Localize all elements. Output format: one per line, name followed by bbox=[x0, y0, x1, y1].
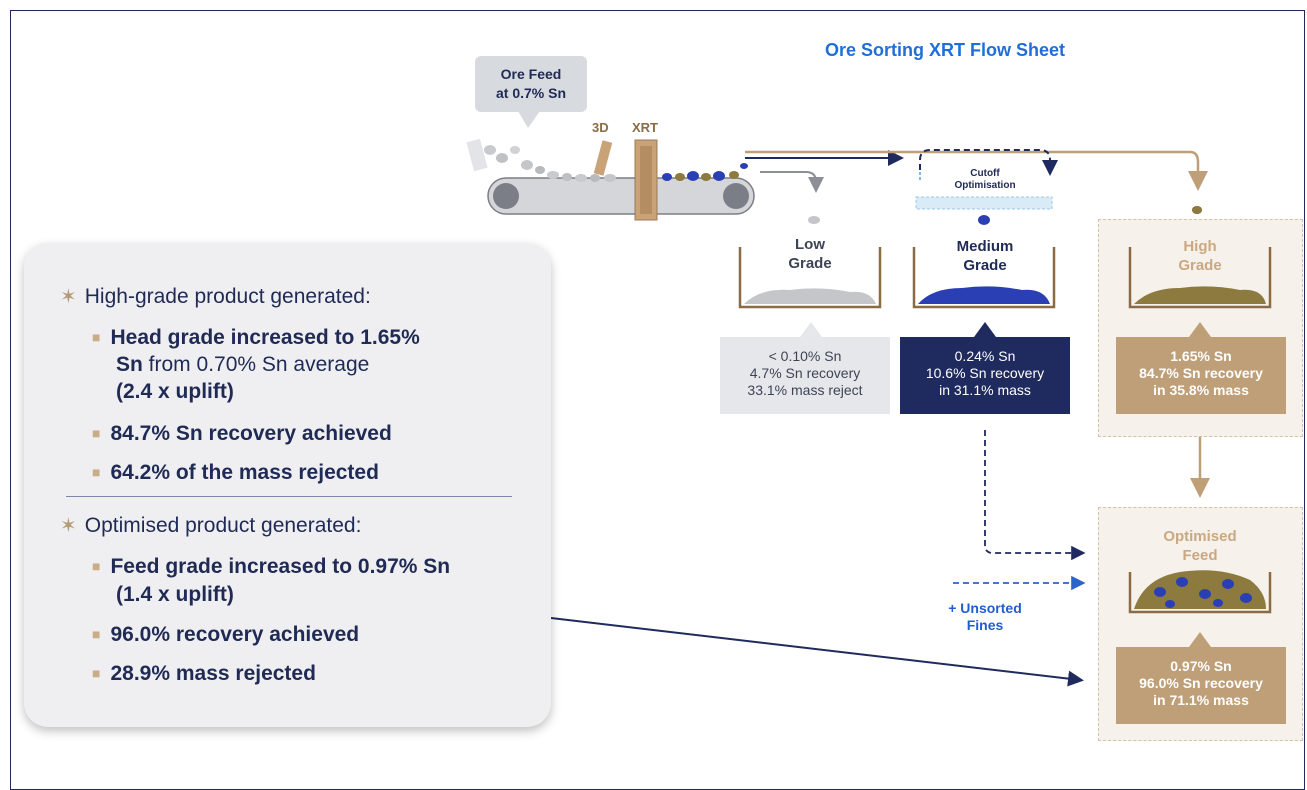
optimised-feed-label: Optimised Feed bbox=[1140, 527, 1260, 565]
high-info-mass: in 35.8% mass bbox=[1153, 382, 1249, 398]
conveyor-belt bbox=[466, 138, 755, 215]
arrow-to-low bbox=[760, 171, 824, 193]
cutoff-optimisation-loop bbox=[915, 149, 1058, 210]
optimised-heading: ✶ Optimised product generated: bbox=[60, 512, 361, 540]
opt-bullet-3: ■ 28.9% mass rejected bbox=[92, 660, 316, 689]
square-bullet-icon: ■ bbox=[92, 329, 101, 345]
connector-panel-to-optimised bbox=[550, 617, 1084, 687]
optimised-info-grade: 0.97% Sn bbox=[1170, 658, 1232, 674]
medium-info-grade: 0.24% Sn bbox=[954, 348, 1016, 364]
unsorted-fines-line2: Fines bbox=[966, 617, 1004, 633]
sensor-3d-label: 3D bbox=[592, 120, 609, 135]
xrt-sensor-icon bbox=[634, 139, 658, 221]
ore-feed-line2: at 0.7% Sn bbox=[495, 85, 567, 101]
optimised-feed-line2: Feed bbox=[1182, 547, 1218, 564]
high-bullet-3: ■ 64.2% of the mass rejected bbox=[92, 459, 379, 488]
high-grade-line2: Grade bbox=[1178, 257, 1222, 274]
high-bullet-1-bold: Head grade increased to 1.65% bbox=[110, 326, 420, 349]
high-info-grade: 1.65% Sn bbox=[1170, 348, 1232, 364]
unsorted-fines-label: + Unsorted Fines bbox=[935, 600, 1035, 634]
low-info-grade: < 0.10% Sn bbox=[768, 348, 842, 364]
high-bullet-1: ■ Head grade increased to 1.65% bbox=[92, 324, 532, 353]
opt-bullet-1: ■ Feed grade increased to 0.97% Sn bbox=[92, 553, 542, 582]
optimised-feed-line1: Optimised bbox=[1163, 528, 1237, 545]
unsorted-fines-line1: + Unsorted bbox=[948, 600, 1022, 616]
high-grade-info: 1.65% Sn 84.7% Sn recovery in 35.8% mass bbox=[1116, 337, 1286, 414]
medium-info-mass: in 31.1% mass bbox=[939, 382, 1031, 398]
optimised-info-recovery: 96.0% Sn recovery bbox=[1139, 675, 1263, 691]
diagram-title: Ore Sorting XRT Flow Sheet bbox=[824, 40, 1066, 60]
optimised-feed-info: 0.97% Sn 96.0% Sn recovery in 71.1% mass bbox=[1116, 647, 1286, 724]
low-info-mass: 33.1% mass reject bbox=[747, 382, 863, 398]
opt-bullet-1-uplift: (1.4 x uplift) bbox=[116, 583, 234, 606]
optimised-info-mass: in 71.1% mass bbox=[1153, 692, 1249, 708]
low-grade-line1: Low bbox=[795, 236, 825, 253]
high-bullet-3-text: 64.2% of the mass rejected bbox=[110, 461, 379, 484]
medium-info-pointer bbox=[974, 322, 996, 337]
low-grade-bin bbox=[738, 247, 882, 309]
sensor-3d-icon bbox=[593, 140, 613, 176]
ore-pieces-on-belt bbox=[484, 145, 748, 182]
medium-grade-line2: Grade bbox=[963, 257, 1007, 274]
high-grade-heading-text: High-grade product generated: bbox=[84, 285, 371, 308]
low-grade-info: < 0.10% Sn 4.7% Sn recovery 33.1% mass r… bbox=[720, 337, 890, 414]
medium-grade-bin bbox=[912, 247, 1056, 309]
callout-tail bbox=[518, 111, 540, 128]
cutoff-line2: Optimisation bbox=[954, 180, 1016, 191]
medium-info-recovery: 10.6% Sn recovery bbox=[925, 365, 1045, 381]
opt-bullet-3-text: 28.9% mass rejected bbox=[110, 662, 316, 685]
optimised-heading-text: Optimised product generated: bbox=[84, 514, 362, 537]
sensor-xrt-label: XRT bbox=[632, 120, 658, 135]
high-bullet-1-rest: from 0.70% Sn average bbox=[142, 353, 370, 376]
square-bullet-icon: ■ bbox=[92, 626, 101, 642]
opt-bullet-2: ■ 96.0% recovery achieved bbox=[92, 621, 359, 650]
high-bullet-1-uplift: (2.4 x uplift) bbox=[116, 380, 234, 403]
star-icon: ✶ bbox=[60, 515, 77, 537]
ore-feed-callout: Ore Feed at 0.7% Sn bbox=[475, 56, 587, 112]
medium-grade-line1: Medium bbox=[956, 238, 1014, 255]
high-bullet-1-bold-sn: Sn bbox=[116, 353, 143, 376]
star-icon: ✶ bbox=[60, 286, 77, 308]
low-drop-ore bbox=[808, 216, 820, 224]
opt-bullet-1-text: Feed grade increased to 0.97% Sn bbox=[110, 555, 451, 578]
summary-panel bbox=[24, 243, 551, 727]
low-grade-label: Low Grade bbox=[760, 235, 860, 273]
medium-grade-label: Medium Grade bbox=[930, 237, 1040, 275]
cutoff-line1: Cutoff bbox=[970, 168, 1000, 179]
high-grade-label: High Grade bbox=[1150, 237, 1250, 275]
square-bullet-icon: ■ bbox=[92, 558, 101, 574]
summary-divider bbox=[66, 496, 512, 497]
arrow-to-high bbox=[745, 150, 1208, 191]
ore-feed-line1: Ore Feed bbox=[500, 66, 562, 82]
high-grade-heading: ✶ High-grade product generated: bbox=[60, 283, 371, 311]
arrow-medium-to-optimised bbox=[984, 430, 1086, 561]
low-grade-line2: Grade bbox=[788, 255, 832, 272]
low-info-pointer bbox=[800, 322, 822, 337]
high-bullet-2: ■ 84.7% Sn recovery achieved bbox=[92, 420, 392, 449]
square-bullet-icon: ■ bbox=[92, 665, 101, 681]
cutoff-label: Cutoff Optimisation bbox=[950, 168, 1020, 192]
high-info-recovery: 84.7% Sn recovery bbox=[1139, 365, 1263, 381]
high-bullet-2-text: 84.7% Sn recovery achieved bbox=[110, 422, 392, 445]
square-bullet-icon: ■ bbox=[92, 425, 101, 441]
high-grade-line1: High bbox=[1183, 238, 1217, 255]
opt-bullet-2-text: 96.0% recovery achieved bbox=[110, 623, 360, 646]
medium-drop-ore bbox=[978, 215, 990, 225]
square-bullet-icon: ■ bbox=[92, 464, 101, 480]
low-info-recovery: 4.7% Sn recovery bbox=[749, 365, 861, 381]
high-bullet-1-cont: Sn from 0.70% Sn average bbox=[116, 351, 369, 378]
medium-grade-info: 0.24% Sn 10.6% Sn recovery in 31.1% mass bbox=[900, 337, 1070, 414]
